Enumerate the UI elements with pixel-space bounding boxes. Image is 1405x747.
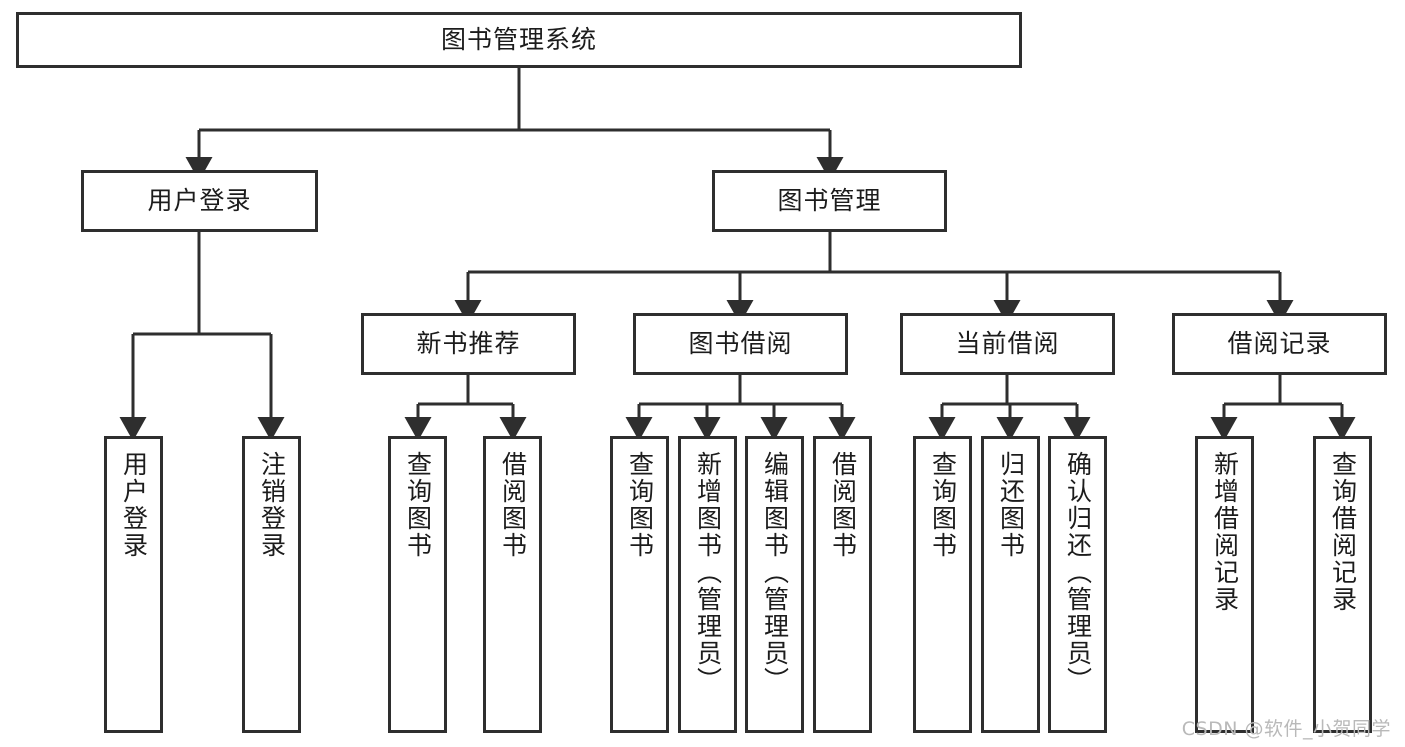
leaf-new-book-borrow[interactable]: 借阅图书 — [483, 436, 542, 733]
node-label: 查询图书 — [625, 451, 655, 559]
node-label: 用户登录 — [147, 186, 252, 216]
node-user-login[interactable]: 用户登录 — [81, 170, 318, 232]
csdn-watermark: CSDN @软件_小贺同学 — [1181, 718, 1391, 740]
node-label: 编辑图书（管理员） — [760, 451, 790, 694]
node-label: 查询图书 — [403, 451, 433, 559]
leaf-book-borrow-query[interactable]: 查询图书 — [610, 436, 669, 733]
node-label: 新增图书（管理员） — [693, 451, 723, 694]
leaf-borrow-record-add[interactable]: 新增借阅记录 — [1195, 436, 1254, 733]
node-root-book-management-system[interactable]: 图书管理系统 — [16, 12, 1022, 68]
leaf-current-borrow-query[interactable]: 查询图书 — [913, 436, 972, 733]
leaf-borrow-record-query[interactable]: 查询借阅记录 — [1313, 436, 1372, 733]
node-borrow-record[interactable]: 借阅记录 — [1172, 313, 1387, 375]
node-label: 注销登录 — [257, 451, 287, 559]
leaf-book-borrow-add[interactable]: 新增图书（管理员） — [678, 436, 737, 733]
leaf-current-borrow-return[interactable]: 归还图书 — [981, 436, 1040, 733]
node-label: 图书借阅 — [688, 329, 793, 359]
node-label: 确认归还（管理员） — [1063, 451, 1093, 694]
leaf-book-borrow-edit[interactable]: 编辑图书（管理员） — [745, 436, 804, 733]
node-label: 图书管理系统 — [440, 25, 597, 55]
leaf-new-book-query[interactable]: 查询图书 — [388, 436, 447, 733]
node-label: 新增借阅记录 — [1210, 451, 1240, 613]
node-book-management[interactable]: 图书管理 — [712, 170, 947, 232]
leaf-current-borrow-confirm-return[interactable]: 确认归还（管理员） — [1048, 436, 1107, 733]
node-label: 借阅记录 — [1227, 329, 1332, 359]
node-label: 当前借阅 — [955, 329, 1060, 359]
leaf-book-borrow-lend[interactable]: 借阅图书 — [813, 436, 872, 733]
node-label: 查询借阅记录 — [1328, 451, 1358, 613]
node-book-borrow[interactable]: 图书借阅 — [633, 313, 848, 375]
node-label: 查询图书 — [928, 451, 958, 559]
node-label: 用户登录 — [119, 451, 149, 559]
node-label: 借阅图书 — [828, 451, 858, 559]
leaf-user-login-signout[interactable]: 注销登录 — [242, 436, 301, 733]
leaf-user-login-signin[interactable]: 用户登录 — [104, 436, 163, 733]
node-current-borrow[interactable]: 当前借阅 — [900, 313, 1115, 375]
node-new-book-recommend[interactable]: 新书推荐 — [361, 313, 576, 375]
node-label: 图书管理 — [777, 186, 882, 216]
node-label: 新书推荐 — [416, 329, 521, 359]
node-label: 借阅图书 — [498, 451, 528, 559]
node-label: 归还图书 — [996, 451, 1026, 559]
